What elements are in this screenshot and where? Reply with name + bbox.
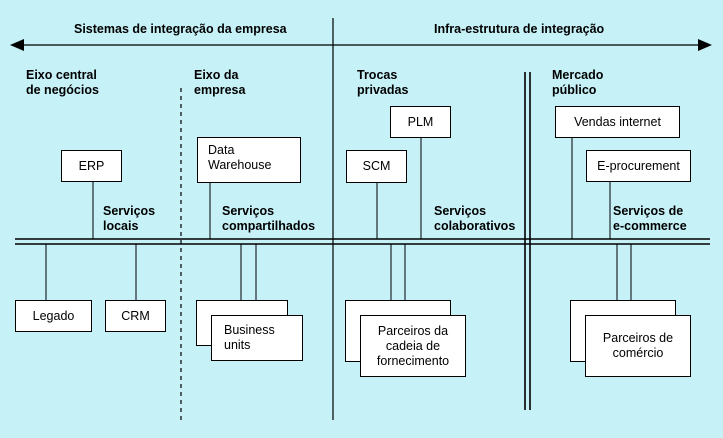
scm-box: SCM xyxy=(346,150,407,183)
column-heading-trocas-privadas: Trocas privadas xyxy=(357,68,409,97)
header-arrow-right-head xyxy=(698,39,712,51)
plm-box: PLM xyxy=(390,106,451,138)
parceiros-cadeia-box: Parceiros da cadeia de fornecimento xyxy=(360,315,466,377)
business-units-box: Business units xyxy=(211,315,303,361)
scm-label: SCM xyxy=(362,159,391,173)
parceiros-comercio-box: Parceiros de comércio xyxy=(585,315,691,377)
legado-box: Legado xyxy=(15,300,92,332)
plm-label: PLM xyxy=(407,114,434,129)
crm-label: CRM xyxy=(121,308,150,323)
column-heading-mercado-publico: Mercado público xyxy=(552,68,604,97)
column-heading-eixo-empresa: Eixo da empresa xyxy=(194,68,246,97)
parceiros-cadeia-label: Parceiros da cadeia de fornecimento xyxy=(376,323,450,368)
service-label-locais: Serviços locais xyxy=(103,204,156,233)
header-right-label: Infra-estrutura de integração xyxy=(434,22,605,36)
header-left-label: Sistemas de integração da empresa xyxy=(74,22,287,36)
service-label-e-commerce: Serviços de e-commerce xyxy=(613,204,687,233)
service-label-colaborativos: Serviços colaborativos xyxy=(434,204,516,233)
business-units-label: Business units xyxy=(224,323,275,352)
data-warehouse-box: Data Warehouse xyxy=(197,137,301,183)
data-warehouse-label: Data Warehouse xyxy=(208,143,272,172)
crm-box: CRM xyxy=(105,300,166,332)
legado-label: Legado xyxy=(32,308,75,323)
erp-box: ERP xyxy=(61,150,122,182)
vendas-internet-box: Vendas internet xyxy=(555,106,680,138)
e-procurement-box: E-procurement xyxy=(586,150,691,182)
service-label-compartilhados: Serviços compartilhados xyxy=(222,204,316,233)
header-arrow-left-head xyxy=(10,39,24,51)
column-heading-eixo-central: Eixo central de negócios xyxy=(26,68,99,97)
e-procurement-label: E-procurement xyxy=(597,158,680,173)
vendas-internet-label: Vendas internet xyxy=(574,114,661,129)
erp-label: ERP xyxy=(78,158,105,173)
parceiros-comercio-label: Parceiros de comércio xyxy=(602,331,674,360)
